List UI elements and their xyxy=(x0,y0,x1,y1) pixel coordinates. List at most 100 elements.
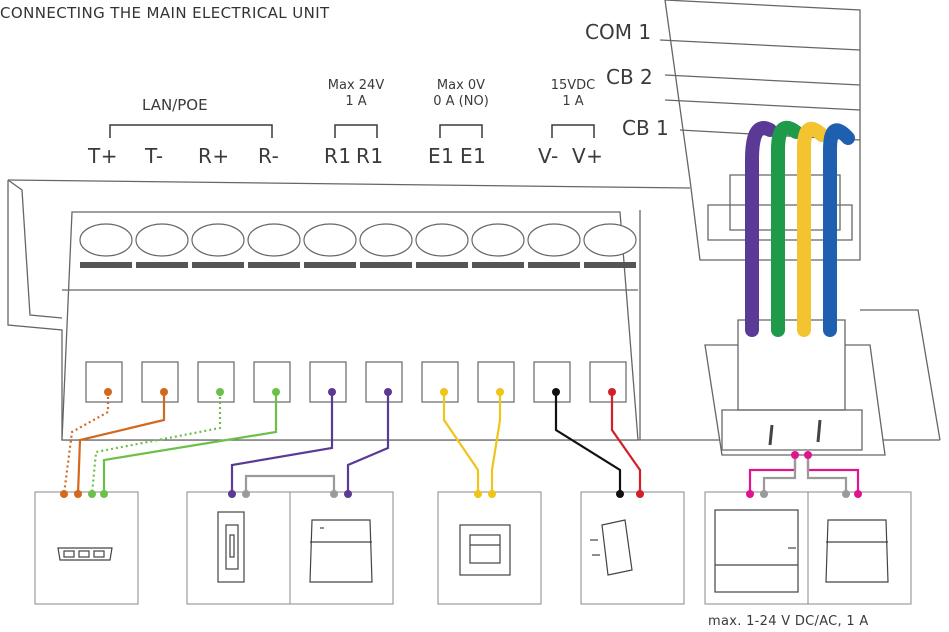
din-psu-icon xyxy=(714,509,799,593)
group-label-power: 15VDC 1 A xyxy=(550,78,596,109)
lower-connector xyxy=(704,319,886,456)
din-module-icon xyxy=(309,519,373,583)
screw-bar-3 xyxy=(192,262,244,268)
screw-2 xyxy=(135,223,189,257)
screw-7 xyxy=(415,223,469,257)
wire-v-minus xyxy=(554,392,622,494)
dot-adapter-2 xyxy=(636,490,644,498)
wire-slot-4 xyxy=(253,361,291,403)
dot-psu-1 xyxy=(746,490,754,498)
cable-green xyxy=(771,120,803,337)
wire-slot-1 xyxy=(85,361,123,403)
switch-icon xyxy=(57,547,113,561)
group-brackets xyxy=(109,124,595,138)
group-label-relay: Max 24V 1 A xyxy=(327,78,385,109)
dot-switch-4 xyxy=(100,490,108,498)
group-label-lan: LAN/POE xyxy=(142,96,208,114)
wire-bus-b xyxy=(806,455,860,494)
plug-adapter-icon xyxy=(590,519,633,576)
screw-4 xyxy=(247,223,301,257)
screw-bar-8 xyxy=(472,262,524,268)
screw-bar-5 xyxy=(304,262,356,268)
wire-jumper xyxy=(244,474,336,494)
wire-slot-10 xyxy=(589,361,627,403)
terminal-screws xyxy=(79,223,637,268)
dot-adapter-1 xyxy=(616,490,624,498)
screw-1 xyxy=(79,223,133,257)
wire-slot-8 xyxy=(477,361,515,403)
pin-label-v-minus: V- xyxy=(538,144,559,168)
dot-e1-b xyxy=(496,388,504,396)
door-lock-icon xyxy=(217,511,245,583)
cable-blue xyxy=(823,123,855,337)
screw-bar-9 xyxy=(528,262,580,268)
dot-relay-2 xyxy=(854,490,862,498)
pin-label-r-minus: R- xyxy=(258,144,280,168)
screw-bar-7 xyxy=(416,262,468,268)
wire-terminals xyxy=(60,388,862,498)
page-title: CONNECTING THE MAIN ELECTRICAL UNIT xyxy=(0,4,330,22)
dot-e1-a xyxy=(440,388,448,396)
wire-bus-gray-a xyxy=(762,455,797,494)
dot-module-2 xyxy=(344,490,352,498)
dot-t-plus xyxy=(104,388,112,396)
wire-slot-5 xyxy=(309,361,347,403)
dot-bus-b xyxy=(804,451,812,459)
adapter-box xyxy=(580,491,685,605)
pin-label-t-minus: T- xyxy=(145,144,164,168)
cable-purple xyxy=(745,121,777,337)
screw-bar-4 xyxy=(248,262,300,268)
pin-label-t-plus: T+ xyxy=(88,144,118,168)
screw-5 xyxy=(303,223,357,257)
cable-yellow xyxy=(797,121,829,337)
screw-bar-10 xyxy=(584,262,636,268)
pin-label-e1-b: E1 xyxy=(460,144,487,168)
port-label-cb2: CB 2 xyxy=(606,65,653,89)
dot-module-1 xyxy=(330,490,338,498)
wire-v-plus xyxy=(610,392,642,494)
screw-bar-6 xyxy=(360,262,412,268)
wire-e1-a xyxy=(442,392,480,494)
wire-t-plus xyxy=(62,392,110,495)
dot-switch-2 xyxy=(74,490,82,498)
push-button-icon xyxy=(459,524,511,576)
wire-e1-b xyxy=(490,392,502,494)
port-label-cb1: CB 1 xyxy=(622,116,669,140)
pin-label-r-plus: R+ xyxy=(198,144,230,168)
dot-switch-1 xyxy=(60,490,68,498)
screw-10 xyxy=(583,223,637,257)
screw-6 xyxy=(359,223,413,257)
dot-lock-1 xyxy=(228,490,236,498)
pin-label-r1-b: R1 xyxy=(356,144,384,168)
wire-slot-9 xyxy=(533,361,571,403)
dot-r-minus xyxy=(272,388,280,396)
group-label-input: Max 0V 0 A (NO) xyxy=(433,78,489,109)
dot-v-minus xyxy=(552,388,560,396)
dot-r1-b xyxy=(384,388,392,396)
dot-t-minus xyxy=(160,388,168,396)
dot-v-plus xyxy=(608,388,616,396)
wire-r1-b xyxy=(346,392,390,494)
pin-label-r1-a: R1 xyxy=(324,144,352,168)
screw-bar-2 xyxy=(136,262,188,268)
dot-psu-2 xyxy=(760,490,768,498)
wire-slot-7 xyxy=(421,361,459,403)
terminal-slots xyxy=(85,361,627,403)
screw-9 xyxy=(527,223,581,257)
screw-3 xyxy=(191,223,245,257)
dot-relay-1 xyxy=(842,490,850,498)
dot-bus-a xyxy=(791,451,799,459)
wire-slot-2 xyxy=(141,361,179,403)
ribbon-cable xyxy=(745,120,855,337)
pin-label-v-plus: V+ xyxy=(572,144,604,168)
bus-note: max. 1-24 V DC/AC, 1 A xyxy=(708,614,869,629)
wire-r1-a xyxy=(230,392,334,494)
port-label-com1: COM 1 xyxy=(585,20,652,44)
wire-r-minus xyxy=(102,392,278,494)
dot-button-1 xyxy=(474,490,482,498)
wire-bus-a xyxy=(748,455,797,494)
wire-t-minus xyxy=(76,392,166,495)
dot-lock-2 xyxy=(242,490,250,498)
dot-r1-a xyxy=(328,388,336,396)
